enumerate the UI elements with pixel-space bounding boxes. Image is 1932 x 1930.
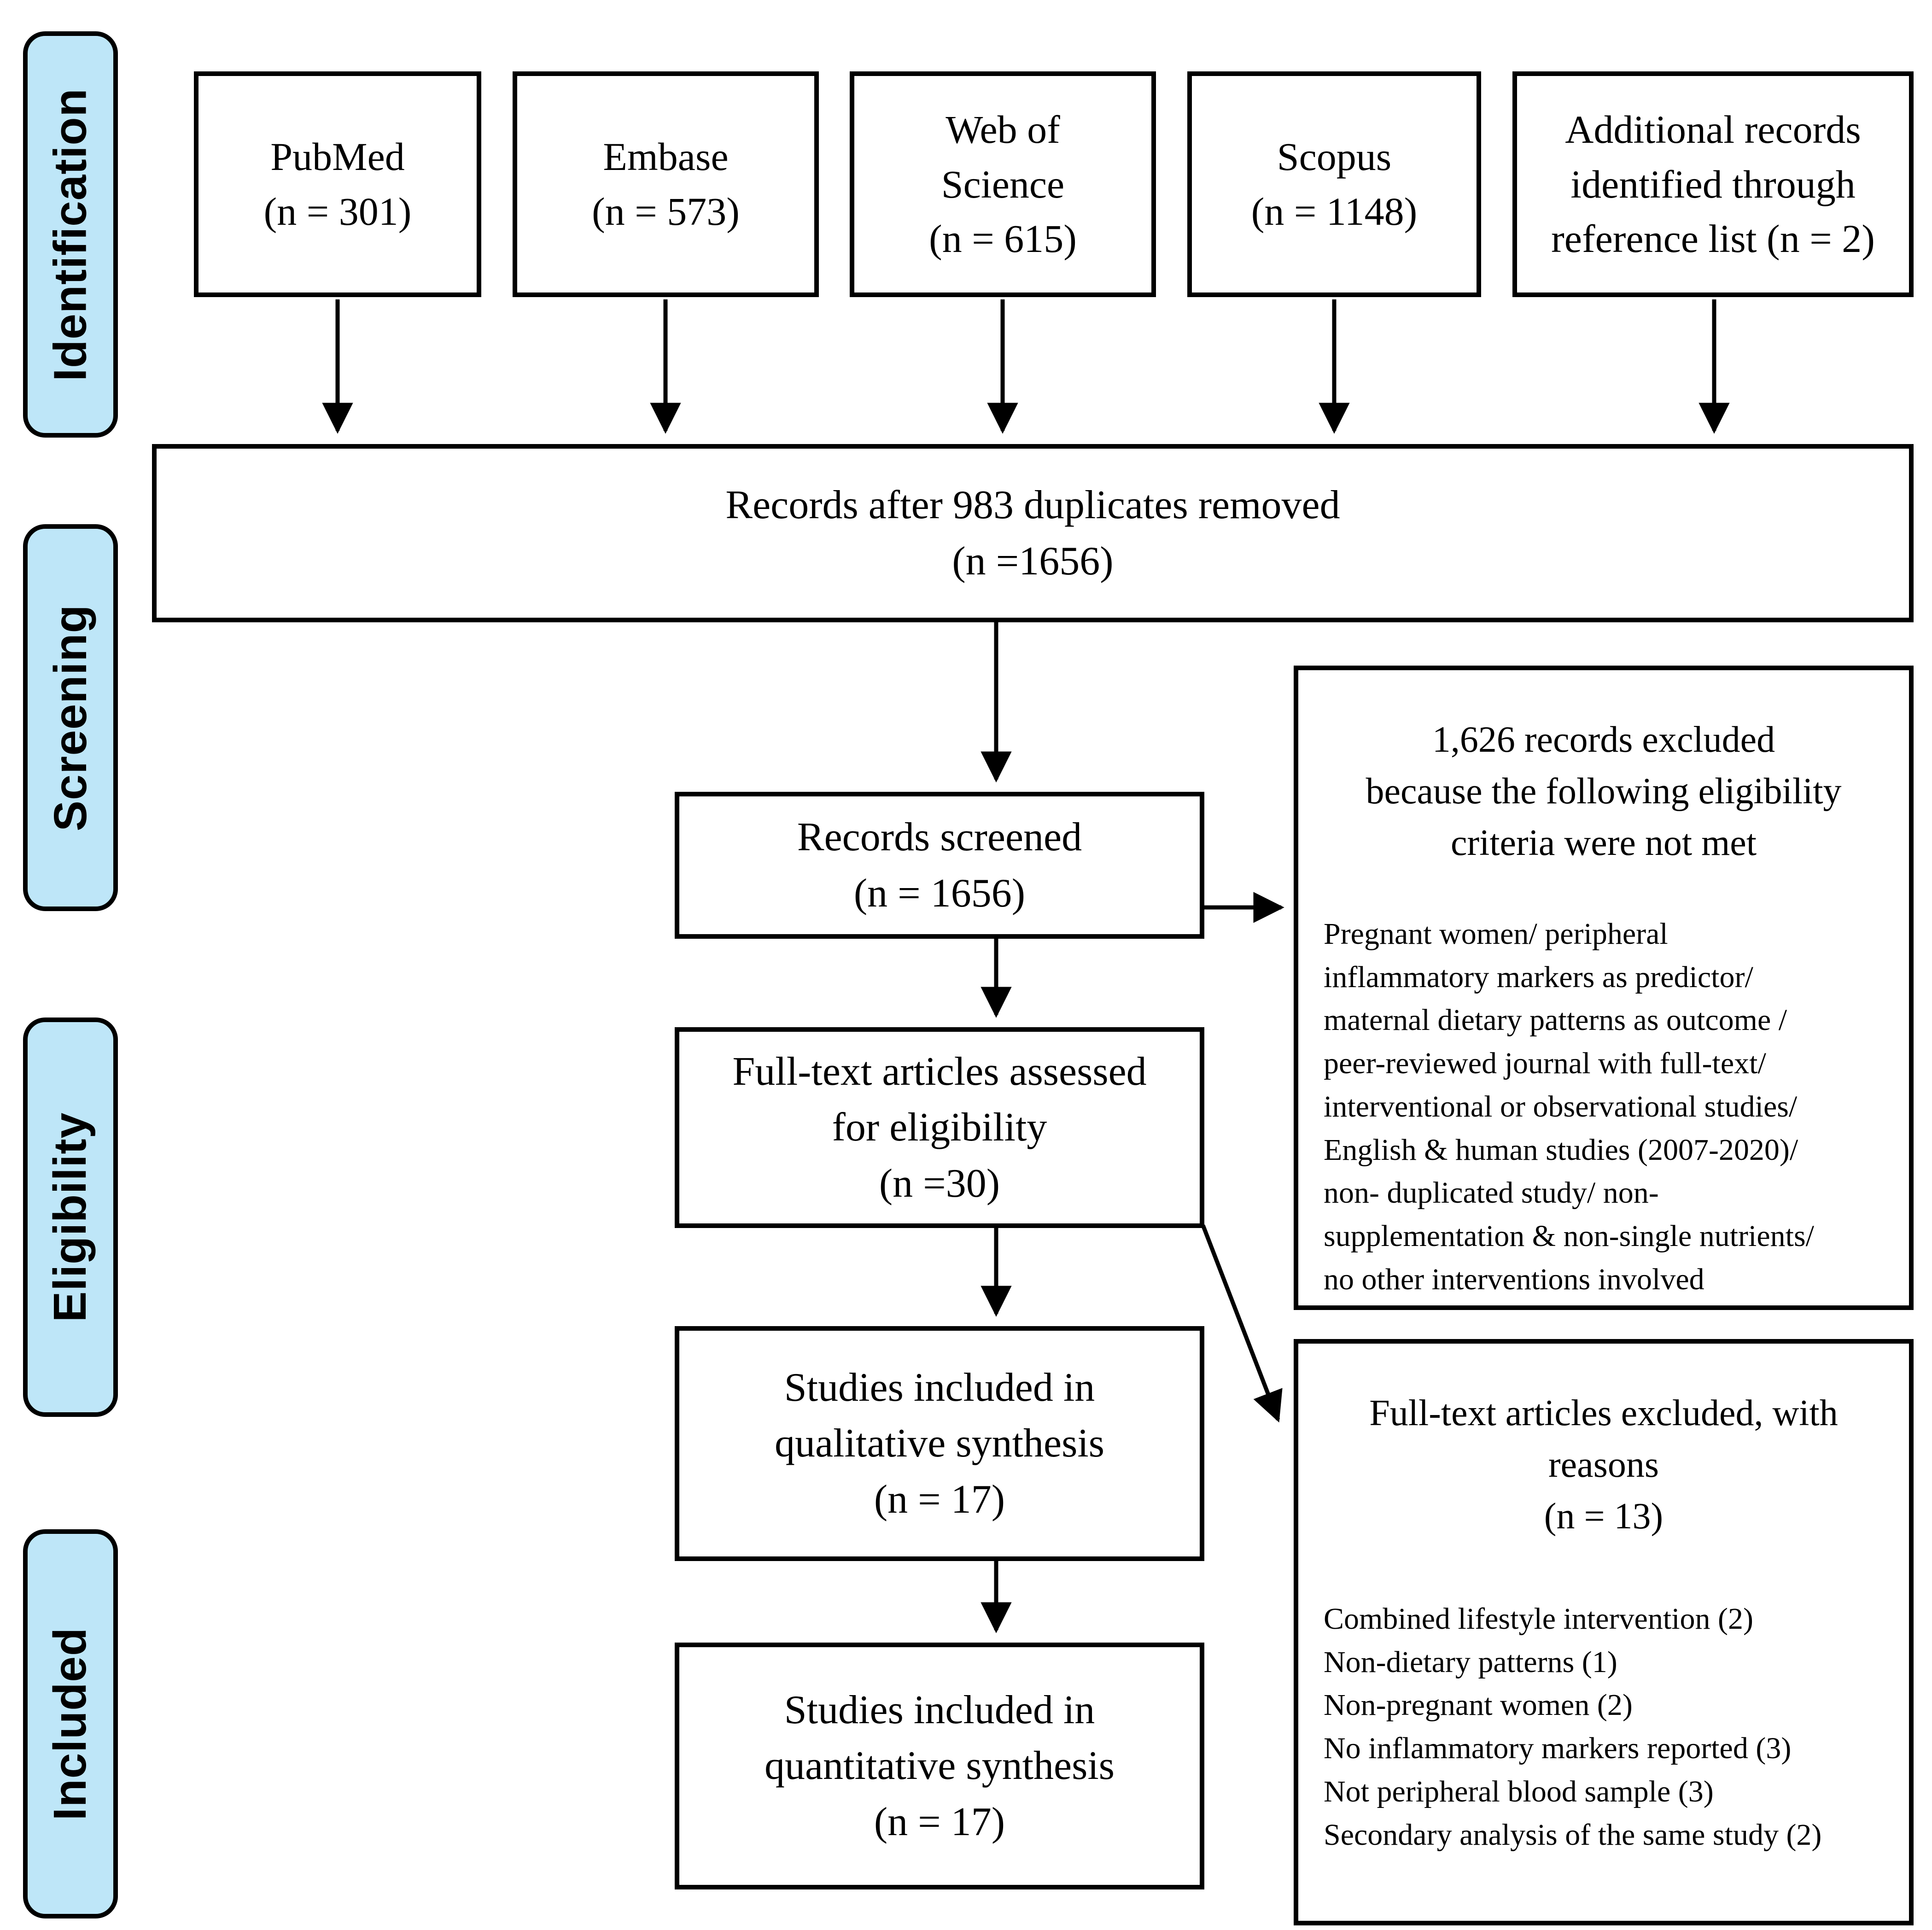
arrow-fulltext-to-excluded [1201, 1224, 1283, 1423]
stage-screening: Screening [23, 524, 118, 911]
stage-identification: Identification [23, 31, 118, 438]
stage-label-screening: Screening [44, 604, 96, 831]
flow-box-qualitative-synthesis: Studies included in qualitative synthesi… [675, 1326, 1204, 1561]
flow-box-duplicates-removed: Records after 983 duplicates removed (n … [152, 444, 1914, 622]
stage-included: Included [23, 1529, 118, 1918]
exclusion-box-records-excluded: 1,626 records excluded because the follo… [1294, 666, 1914, 1310]
stage-label-included: Included [44, 1627, 96, 1821]
source-box-web-of-science: Web of Science (n = 615) [850, 71, 1156, 297]
exclusion-box-fulltext-excluded: Full-text articles excluded, with reason… [1294, 1339, 1914, 1925]
flow-box-records-screened: Records screened (n = 1656) [675, 792, 1204, 939]
exclusion-records-header: 1,626 records excluded because the follo… [1366, 719, 1842, 863]
stage-label-eligibility: Eligibility [44, 1112, 96, 1322]
exclusion-fulltext-reasons: Combined lifestyle intervention (2) Non-… [1324, 1602, 1822, 1852]
stage-eligibility: Eligibility [23, 1018, 118, 1417]
source-box-pubmed: PubMed (n = 301) [194, 71, 481, 297]
source-box-scopus: Scopus (n = 1148) [1187, 71, 1481, 297]
source-box-additional-records: Additional records identified through re… [1512, 71, 1914, 297]
flow-box-fulltext-assessed: Full-text articles assessed for eligibil… [675, 1027, 1204, 1228]
stage-label-identification: Identification [44, 88, 96, 381]
exclusion-fulltext-header: Full-text articles excluded, with reason… [1369, 1393, 1838, 1537]
exclusion-records-reasons: Pregnant women/ peripheral inflammatory … [1324, 917, 1815, 1296]
flow-box-quantitative-synthesis: Studies included in quantitative synthes… [675, 1643, 1204, 1889]
source-box-embase: Embase (n = 573) [513, 71, 819, 297]
